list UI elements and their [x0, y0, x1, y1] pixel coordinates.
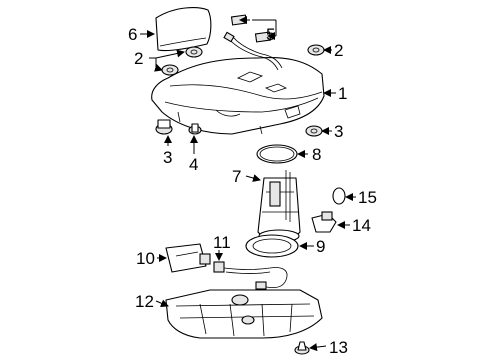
callout-5: 5 — [266, 25, 275, 44]
part-9-lock-ring — [245, 234, 299, 258]
callout-6: 6 — [128, 25, 137, 44]
part-10-control-module — [165, 243, 211, 273]
callout-2-right: 2 — [334, 41, 343, 60]
callout-1: 1 — [338, 84, 347, 103]
callout-labels: 1 2 2 3 3 4 5 6 7 8 9 10 11 12 13 14 15 — [128, 25, 377, 357]
callout-10: 10 — [136, 249, 155, 268]
part-4-clip — [188, 123, 202, 135]
callout-2-top-left: 2 — [134, 49, 143, 68]
callout-14: 14 — [352, 216, 371, 235]
callout-4: 4 — [189, 155, 198, 174]
part-6-heat-shield — [155, 7, 212, 52]
callout-15: 15 — [358, 188, 377, 207]
part-14-sensor — [311, 211, 337, 233]
part-5-pads — [230, 14, 272, 43]
callout-3-right: 3 — [334, 122, 343, 141]
part-12-tank-shield — [165, 289, 323, 339]
part-13-fastener — [294, 341, 310, 355]
part-1-fuel-tank — [151, 31, 325, 135]
callout-11: 11 — [213, 233, 231, 252]
callout-12: 12 — [135, 292, 154, 311]
part-15-disc — [332, 187, 346, 205]
part-11-wiring-harness — [213, 261, 288, 290]
callout-13: 13 — [329, 338, 348, 357]
callout-9: 9 — [316, 237, 325, 256]
part-7-fuel-pump-module — [257, 170, 301, 243]
callout-7: 7 — [232, 167, 241, 186]
callout-8: 8 — [312, 145, 321, 164]
part-2-grommets — [161, 44, 325, 76]
callout-3-left: 3 — [163, 148, 172, 167]
part-8-seal-ring — [256, 144, 298, 164]
leader-lines — [140, 16, 356, 352]
